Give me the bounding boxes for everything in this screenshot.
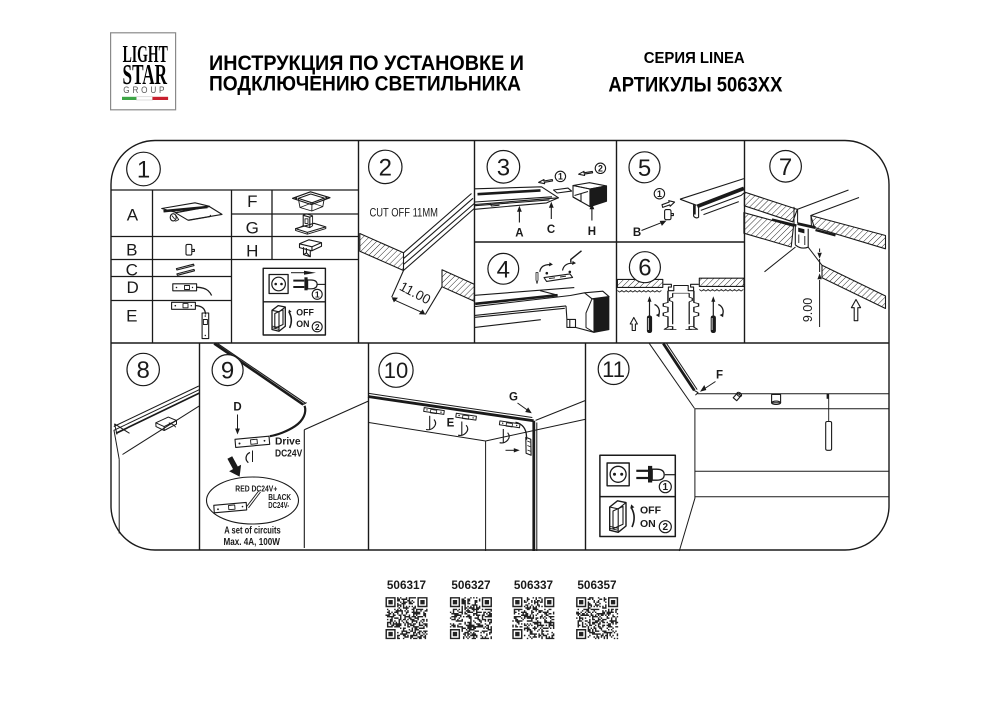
svg-text:ON: ON <box>296 319 309 329</box>
svg-text:C: C <box>126 260 138 279</box>
svg-text:6: 6 <box>638 255 651 282</box>
svg-text:ИНСТРУКЦИЯ ПО УСТАНОВКЕ И: ИНСТРУКЦИЯ ПО УСТАНОВКЕ И <box>209 52 524 75</box>
svg-text:506327: 506327 <box>451 580 490 592</box>
svg-text:LIGHT: LIGHT <box>123 42 168 68</box>
svg-text:STAR: STAR <box>123 60 168 91</box>
svg-text:9: 9 <box>221 358 234 385</box>
svg-text:2: 2 <box>379 154 392 181</box>
svg-text:DC24V: DC24V <box>275 448 302 460</box>
svg-text:Max. 4A, 100W: Max. 4A, 100W <box>223 537 280 548</box>
svg-text:9.00: 9.00 <box>801 298 815 322</box>
svg-text:BLACK: BLACK <box>268 492 291 502</box>
svg-text:1: 1 <box>137 157 150 184</box>
svg-text:C: C <box>547 224 555 236</box>
svg-text:7: 7 <box>779 154 792 181</box>
svg-text:A: A <box>127 206 139 225</box>
svg-text:3: 3 <box>497 154 510 181</box>
svg-text:GROUP: GROUP <box>123 85 167 95</box>
svg-text:OFF: OFF <box>296 308 314 318</box>
svg-text:B: B <box>633 227 641 239</box>
svg-text:8: 8 <box>137 357 150 384</box>
svg-text:D: D <box>126 278 138 297</box>
svg-text:4: 4 <box>497 256 510 283</box>
svg-text:G: G <box>509 392 518 404</box>
svg-text:2: 2 <box>663 522 669 533</box>
svg-text:RED DC24V+: RED DC24V+ <box>235 485 277 494</box>
svg-text:2: 2 <box>598 163 603 173</box>
svg-text:E: E <box>447 418 455 430</box>
svg-text:506337: 506337 <box>514 580 553 592</box>
svg-text:H: H <box>246 242 258 261</box>
svg-text:B: B <box>126 241 137 260</box>
svg-text:D: D <box>233 402 241 414</box>
svg-text:Drive: Drive <box>275 436 301 448</box>
svg-text:G: G <box>246 218 259 237</box>
svg-text:2: 2 <box>315 322 320 332</box>
svg-text:ON: ON <box>640 518 656 530</box>
svg-text:СЕРИЯ LINEA: СЕРИЯ LINEA <box>644 50 745 67</box>
svg-text:H: H <box>588 226 596 238</box>
svg-text:1: 1 <box>663 482 669 493</box>
svg-text:506357: 506357 <box>577 580 616 592</box>
svg-text:АРТИКУЛЫ 5063XX: АРТИКУЛЫ 5063XX <box>608 74 782 97</box>
svg-text:A: A <box>515 228 523 240</box>
svg-text:506317: 506317 <box>387 580 426 592</box>
svg-text:1: 1 <box>315 289 320 299</box>
svg-text:F: F <box>716 369 723 381</box>
svg-text:CUT OFF 11MM: CUT OFF 11MM <box>370 208 439 220</box>
svg-text:ПОДКЛЮЧЕНИЮ СВЕТИЛЬНИКА: ПОДКЛЮЧЕНИЮ СВЕТИЛЬНИКА <box>209 73 521 96</box>
svg-text:10: 10 <box>384 358 408 383</box>
svg-text:OFF: OFF <box>640 505 662 517</box>
svg-text:E: E <box>126 306 137 325</box>
svg-text:1: 1 <box>657 189 662 199</box>
svg-text:5: 5 <box>638 155 651 182</box>
svg-text:A set of circuits: A set of circuits <box>224 526 281 537</box>
svg-text:DC24V-: DC24V- <box>268 500 289 510</box>
svg-text:F: F <box>247 192 257 211</box>
svg-text:1: 1 <box>558 172 563 182</box>
svg-text:11: 11 <box>602 357 625 382</box>
